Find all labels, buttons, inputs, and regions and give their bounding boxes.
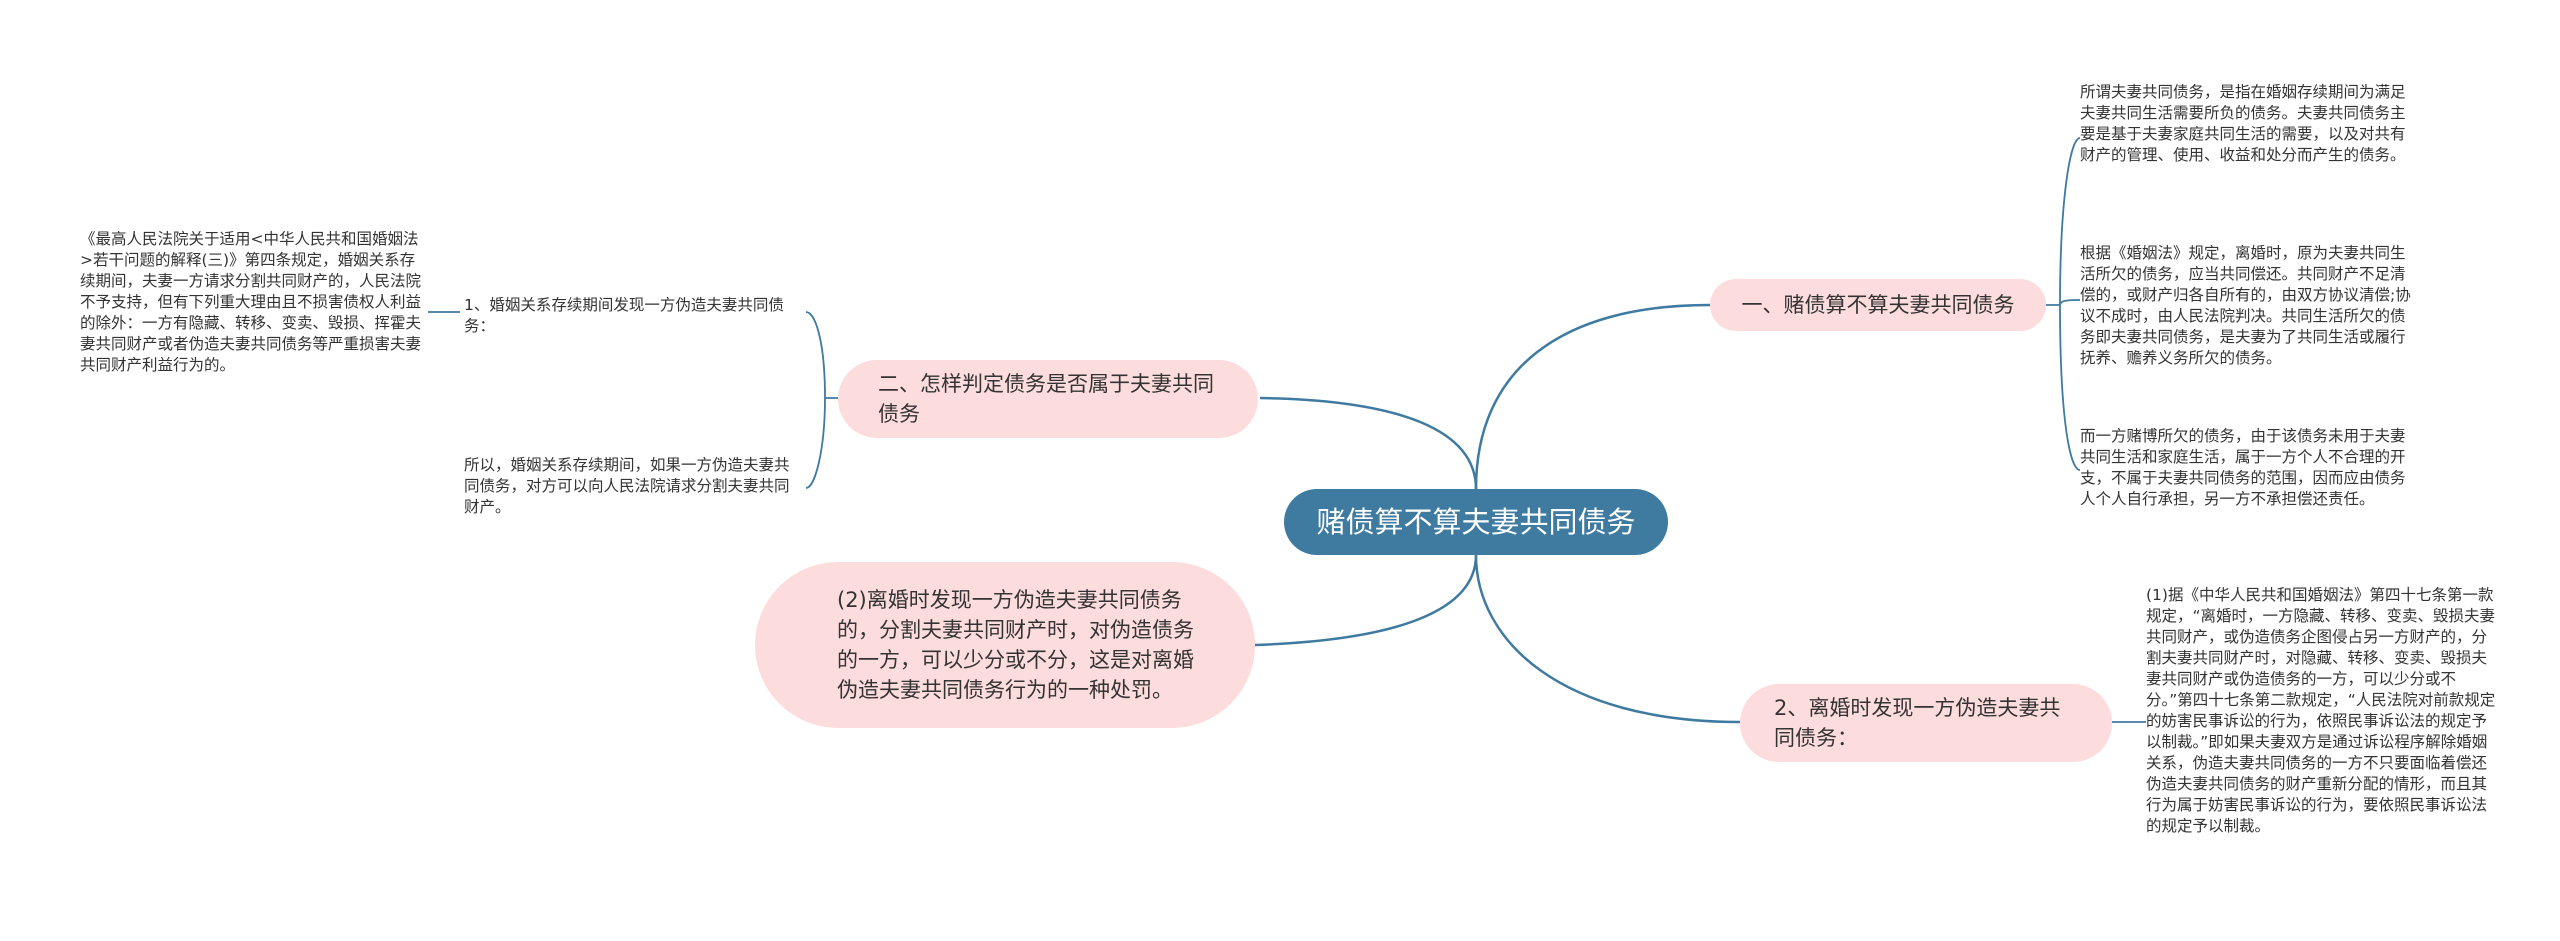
branch-gambling-debt[interactable]: 一、赌债算不算夫妻共同债务 bbox=[1710, 279, 2046, 331]
connector-root-b2 bbox=[1259, 396, 1478, 490]
connector-root-b1 bbox=[1474, 303, 1711, 490]
sub-conclusion: 所以，婚姻关系存续期间，如果一方伪造夫妻共同债务，对方可以向人民法院请求分割夫妻… bbox=[464, 456, 790, 516]
leaf-judicial-interpretation: 《最高人民法院关于适用<中华人民共和国婚姻法>若干问题的解释(三)》第四条规定，… bbox=[80, 230, 422, 374]
branch-divorce-forgery[interactable]: 2、离婚时发现一方伪造夫妻共同债务： bbox=[1740, 684, 2112, 762]
branch-label: 一、赌债算不算夫妻共同债务 bbox=[1741, 293, 2015, 317]
leaf-article-47: (1)据《中华人民共和国婚姻法》第四十七条第一款规定，“离婚时，一方隐藏、转移、… bbox=[2146, 586, 2496, 835]
connector-b1-brace bbox=[2046, 137, 2081, 471]
branch-label: (2)离婚时发现一方伪造夫妻共同债务的，分割夫妻共同财产时，对伪造债务的一方，可… bbox=[837, 588, 1194, 702]
leaf-gambling-debt: 而一方赌博所欠的债务，由于该债务未用于夫妻共同生活和家庭生活，属于一方个人不合理… bbox=[2080, 427, 2406, 508]
branch-label: 2、离婚时发现一方伪造夫妻共同债务： bbox=[1774, 696, 2061, 750]
leaf-marriage-law: 根据《婚姻法》规定，离婚时，原为夫妻共同生活所欠的债务，应当共同偿还。共同财产不… bbox=[2080, 244, 2411, 367]
branch-penalty[interactable]: (2)离婚时发现一方伪造夫妻共同债务的，分割夫妻共同财产时，对伪造债务的一方，可… bbox=[755, 562, 1255, 728]
sub-during-marriage: 1、婚姻关系存续期间发现一方伪造夫妻共同债务： bbox=[464, 296, 784, 335]
branch-how-to-judge[interactable]: 二、怎样判定债务是否属于夫妻共同债务 bbox=[838, 360, 1258, 438]
root-topic-label: 赌债算不算夫妻共同债务 bbox=[1316, 504, 1636, 539]
connector-b2-brace bbox=[805, 311, 838, 489]
leaf-definition: 所谓夫妻共同债务，是指在婚姻存续期间为满足夫妻共同生活需要所负的债务。夫妻共同债… bbox=[2080, 83, 2406, 164]
branch-label: 二、怎样判定债务是否属于夫妻共同债务 bbox=[878, 372, 1214, 426]
root-topic[interactable]: 赌债算不算夫妻共同债务 bbox=[1284, 489, 1668, 555]
connector-root-b3 bbox=[1474, 554, 1741, 724]
connector-root-b4 bbox=[1254, 554, 1478, 647]
